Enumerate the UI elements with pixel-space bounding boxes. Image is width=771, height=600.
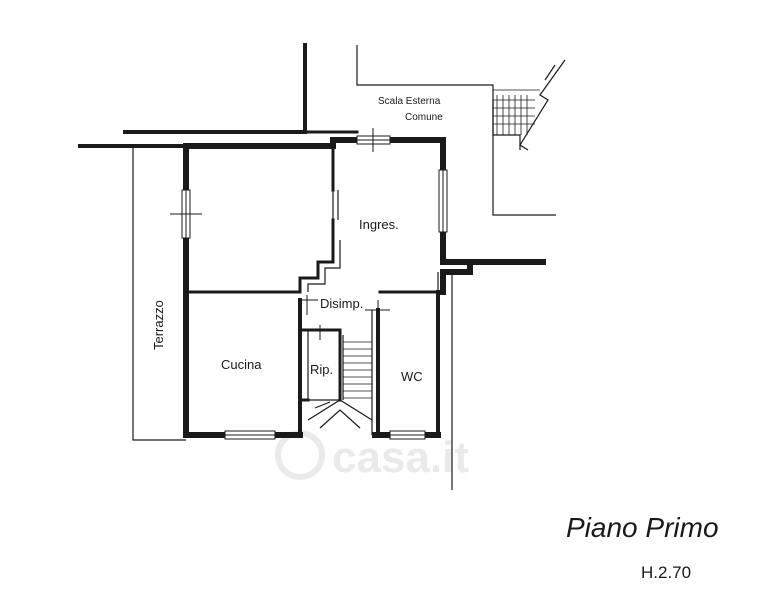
watermark: casa.it — [275, 430, 469, 482]
ceiling-height: H.2.70 — [641, 563, 691, 582]
room-label-disimp: Disimp. — [320, 296, 363, 311]
stair-label-line1: Scala Esterna — [378, 96, 441, 107]
room-label-terrazzo: Terrazzo — [151, 300, 166, 350]
stair-label-line2: Comune — [405, 112, 443, 123]
floor-title: Piano Primo — [566, 512, 719, 543]
watermark-text: casa.it — [332, 433, 469, 482]
windows — [170, 128, 448, 440]
outer-walls — [78, 43, 546, 490]
room-label-cucina: Cucina — [221, 357, 262, 372]
internal-staircase — [307, 335, 373, 429]
room-label-wc: WC — [401, 369, 423, 384]
interior-walls — [184, 144, 440, 437]
room-label-ingres: Ingres. — [359, 217, 399, 232]
external-staircase — [356, 45, 566, 216]
room-label-rip: Rip. — [310, 362, 333, 377]
